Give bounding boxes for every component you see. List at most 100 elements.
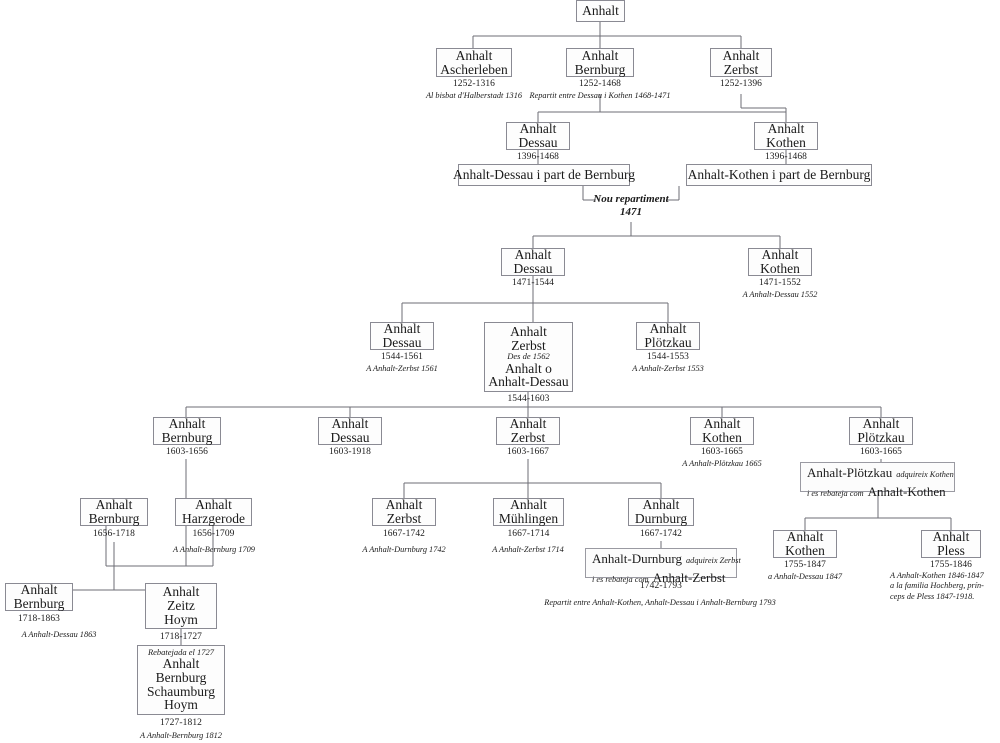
node-title-line1: Anhalt xyxy=(519,121,557,137)
node-anhalt-kothen-1603[interactable]: Anhalt Kothen xyxy=(690,417,754,445)
node-anhalt-root[interactable]: Anhalt xyxy=(576,0,625,22)
node-dates: 1252-1316 xyxy=(452,79,496,89)
node-note: a Anhalt-Dessau 1847 xyxy=(767,572,843,581)
node-note: A Anhalt-Zerbst 1553 xyxy=(632,364,704,373)
node-anhalt-muhlingen-1667[interactable]: Anhalt Mühlingen xyxy=(493,498,564,526)
node-anhalt-ascherleben[interactable]: Anhalt Ascherleben xyxy=(436,48,512,77)
node-title-line2: Zerbst xyxy=(723,61,759,77)
node-note: A Anhalt-Dessau 1863 xyxy=(21,630,97,639)
node-title-line2: Pless xyxy=(937,543,965,558)
node-title-line1: Anhalt xyxy=(642,497,680,513)
node-anhalt-plotzkau-1603[interactable]: Anhalt Plötzkau xyxy=(849,417,913,445)
node-anhalt-bernburg-1718[interactable]: Anhalt Bernburg xyxy=(5,583,73,611)
node-title: Anhalt-Dessau i part de Bernburg xyxy=(453,167,635,183)
node-dates: 1727-1812 xyxy=(159,718,203,728)
node-note: A Anhalt-Kothen 1846-1847 a la familia H… xyxy=(890,571,1000,602)
node-note: A Anhalt-Zerbst 1561 xyxy=(366,364,438,373)
merge-row-1: Anhalt-Durnburg adquireix Zerbst xyxy=(592,550,741,569)
repartition-label: Nou repartiment 1471 xyxy=(571,193,691,218)
merge-box-plotzkau-kothen[interactable]: Anhalt-Plötzkau adquireix Kothen i es re… xyxy=(800,462,955,499)
node-note: A Anhalt-Bernburg 1812 xyxy=(140,731,222,740)
node-anhalt-zerbst-1667[interactable]: Anhalt Zerbst xyxy=(372,498,436,526)
node-title-line2: Plötzkau xyxy=(644,335,692,350)
node-anhalt-durnburg-1667[interactable]: Anhalt Durnburg xyxy=(628,498,694,526)
merge-box-durnburg-zerbst[interactable]: Anhalt-Durnburg adquireix Zerbst i es re… xyxy=(585,548,741,585)
node-anhalt-bernburg-schaumburg-hoym[interactable]: Rebatejada el 1727 Anhalt Bernburg Schau… xyxy=(137,645,225,715)
node-anhalt-dessau-1471[interactable]: Anhalt Dessau xyxy=(501,248,565,276)
node-anhalt-zerbst-1544[interactable]: Anhalt Zerbst Des de 1562 Anhalt o Anhal… xyxy=(484,322,573,392)
node-dates: 1667-1742 xyxy=(382,529,426,539)
node-anhalt-kothen-1471[interactable]: Anhalt Kothen xyxy=(748,248,812,276)
node-title-line4: Anhalt-Dessau xyxy=(488,374,569,390)
node-anhalt-zeitz-hoym-1718[interactable]: Anhalt Zeitz Hoym xyxy=(145,583,217,629)
merge-italic-1: adquireix Zerbst xyxy=(686,556,741,565)
repartition-label-line2: 1471 xyxy=(620,205,642,218)
merge-dates: 1742-1793 xyxy=(639,581,683,591)
node-title-line2: Plötzkau xyxy=(857,430,905,445)
node-note-line3: ceps de Pless 1847-1918. xyxy=(890,591,975,601)
node-title-line1: Anhalt xyxy=(383,321,421,337)
node-title-line1: Anhalt xyxy=(649,321,687,337)
node-title-line1: Anhalt xyxy=(581,47,619,63)
node-title-line2: Mühlingen xyxy=(498,511,559,526)
node-title-line2: Bernburg xyxy=(88,511,140,526)
node-dates: 1396-1468 xyxy=(764,152,808,162)
node-anhalt-bernburg-1656[interactable]: Anhalt Bernburg xyxy=(80,498,148,526)
node-title-line1: Anhalt xyxy=(722,47,760,63)
node-title-line4: Hoym xyxy=(164,697,198,713)
node-anhalt-kothen-part-bernburg[interactable]: Anhalt-Kothen i part de Bernburg xyxy=(686,164,872,186)
node-anhalt-dessau-1603[interactable]: Anhalt Dessau xyxy=(318,417,382,445)
node-title-line2: Ascherleben xyxy=(440,61,508,77)
node-dates: 1471-1544 xyxy=(511,278,555,288)
node-dates: 1471-1552 xyxy=(758,278,802,288)
node-anhalt-harzgerode-1656[interactable]: Anhalt Harzgerode xyxy=(175,498,252,526)
node-title-line1: Anhalt xyxy=(703,416,741,432)
node-title: Anhalt xyxy=(582,3,619,19)
node-title-line2: Durnburg xyxy=(634,511,688,526)
node-subnote: Rebatejada el 1727 xyxy=(147,646,215,657)
node-anhalt-zerbst-1252[interactable]: Anhalt Zerbst xyxy=(710,48,772,77)
node-title-line1: Anhalt xyxy=(385,497,423,513)
node-dates: 1755-1846 xyxy=(929,560,973,570)
node-anhalt-plotzkau-1544[interactable]: Anhalt Plötzkau xyxy=(636,322,700,350)
node-title-line1: Anhalt xyxy=(932,529,970,545)
node-title-line3: Hoym xyxy=(164,611,198,627)
node-note: Al bisbat d'Halberstadt 1316 xyxy=(425,91,523,100)
node-title-line2: Dessau xyxy=(382,335,422,350)
node-title-line1: Anhalt xyxy=(767,121,805,137)
node-title-line2: Bernburg xyxy=(161,430,213,445)
node-dates: 1603-1667 xyxy=(506,447,550,457)
node-title-line2: Harzgerode xyxy=(182,511,245,526)
node-anhalt-pless-1755[interactable]: Anhalt Pless xyxy=(921,530,981,558)
node-anhalt-bernburg-1603[interactable]: Anhalt Bernburg xyxy=(153,417,221,445)
node-note-line2: a la familia Hochberg, prín- xyxy=(890,581,984,591)
node-dates: 1603-1656 xyxy=(165,447,209,457)
node-title-line1: Anhalt xyxy=(510,323,547,339)
merge-main-2: Anhalt-Kothen xyxy=(867,483,946,499)
node-dates: 1252-1468 xyxy=(578,79,622,89)
node-note: Repartit entre Dessau i Kothen 1468-1471 xyxy=(529,91,671,100)
node-anhalt-dessau-part-bernburg[interactable]: Anhalt-Dessau i part de Bernburg xyxy=(453,164,635,186)
node-anhalt-kothen-1755[interactable]: Anhalt Kothen xyxy=(773,530,837,558)
node-title-line1: Anhalt xyxy=(509,416,547,432)
node-anhalt-kothen-1396[interactable]: Anhalt Kothen xyxy=(754,122,818,150)
merge-main-1: Anhalt-Durnburg xyxy=(592,551,683,566)
node-note: A Anhalt-Plötzkau 1665 xyxy=(682,459,762,468)
node-anhalt-dessau-1396[interactable]: Anhalt Dessau xyxy=(506,122,570,150)
node-title-line3: Schaumburg xyxy=(147,683,215,699)
node-title-line2: Kothen xyxy=(760,261,800,276)
node-anhalt-bernburg-1252[interactable]: Anhalt Bernburg xyxy=(566,48,634,77)
node-title-line1: Anhalt xyxy=(95,497,133,513)
node-title-line1: Anhalt xyxy=(510,497,547,513)
node-title-line2: Bernburg xyxy=(155,669,207,685)
node-anhalt-zerbst-1603[interactable]: Anhalt Zerbst xyxy=(496,417,560,445)
node-title-line2: Zerbst xyxy=(511,337,546,353)
merge-main-2: Anhalt-Zerbst xyxy=(652,569,726,585)
node-title-line1: Anhalt xyxy=(786,529,824,545)
merge-italic-2: i es rebateja com xyxy=(592,574,649,584)
node-dates: 1718-1727 xyxy=(159,632,203,642)
merge-row-1: Anhalt-Plötzkau adquireix Kothen xyxy=(807,464,954,483)
node-anhalt-dessau-1544[interactable]: Anhalt Dessau xyxy=(370,322,434,350)
merge-note: Repartit entre Anhalt-Kothen, Anhalt-Des… xyxy=(544,598,776,607)
